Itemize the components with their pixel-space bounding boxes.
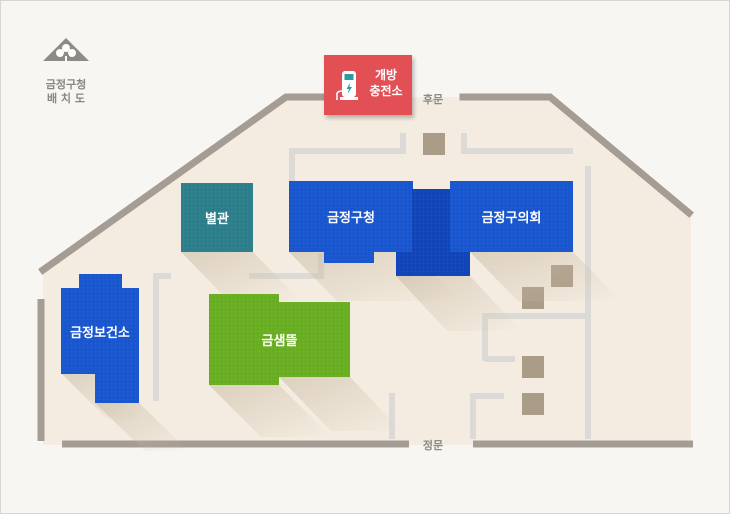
ev-station-label-line2: 충전소 [369, 84, 403, 98]
rear-gate-label: 후문 [422, 93, 444, 106]
ev-station-marker[interactable]: 개방 충전소 [324, 55, 412, 115]
building-gu-office[interactable]: 금정구청 [289, 181, 413, 252]
building-council[interactable]: 금정구의회 [450, 181, 573, 252]
building-geumsaemtteul[interactable]: 금샘뜰 [209, 302, 350, 377]
building-geumsaemtteul-label: 금샘뜰 [261, 334, 298, 349]
building-gu-office-label: 금정구청 [327, 211, 375, 226]
building-texture [61, 181, 573, 403]
main-gate-label: 정문 [422, 439, 444, 452]
ev-charger-icon [336, 71, 358, 100]
flower-emblem-icon [43, 38, 89, 63]
logo-title: 금정구청 [45, 78, 87, 91]
site-wall [38, 93, 328, 275]
ev-station-label: 개방 충전소 [364, 67, 408, 99]
building-council-label: 금정구의회 [481, 211, 542, 226]
building-annex-label: 별관 [205, 212, 229, 227]
site-wall-east [459, 93, 694, 218]
building-annex[interactable]: 별관 [181, 183, 253, 252]
ev-station-label-line1: 개방 [374, 68, 398, 82]
map-logo: 금정구청 배 치 도 [41, 37, 91, 106]
building-health-center-label: 금정보건소 [70, 325, 130, 341]
logo-subtitle: 배 치 도 [46, 92, 86, 105]
building-health-center[interactable]: 금정보건소 [61, 288, 139, 374]
